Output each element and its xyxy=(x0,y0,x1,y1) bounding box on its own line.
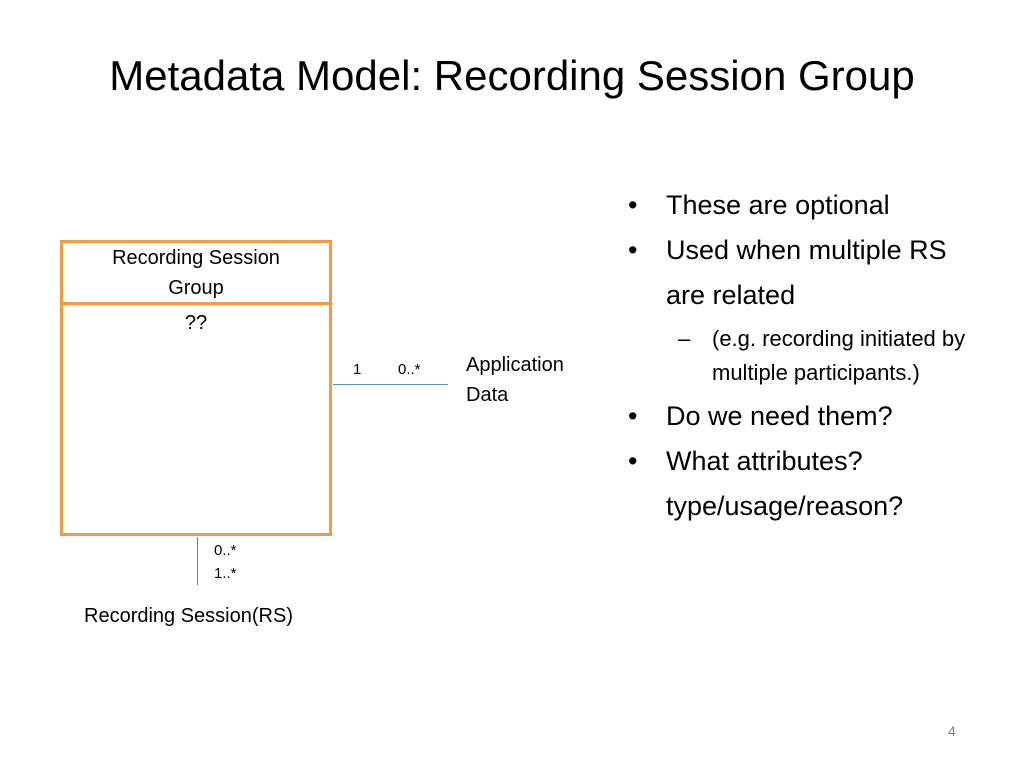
recording-session-group-class: Recording Session Group ?? xyxy=(60,240,332,536)
multiplicity-bottom-2: 1..* xyxy=(214,565,237,582)
bullet-item: • What attributes? xyxy=(622,439,992,484)
bullet-mark: • xyxy=(628,446,638,476)
bullet-mark: • xyxy=(628,401,638,431)
bullet-list: • These are optional • Used when multipl… xyxy=(622,183,992,529)
application-data-label-line1: Application xyxy=(466,354,564,376)
association-line-recording-session xyxy=(197,537,198,585)
bullet-item: • Used when multiple RS are related xyxy=(622,228,992,318)
page-number: 4 xyxy=(948,723,956,739)
multiplicity-bottom-1: 0..* xyxy=(214,542,237,559)
application-data-label-line2: Data xyxy=(466,384,509,406)
bullet-mark: • xyxy=(628,235,638,265)
bullet-text: What attributes? xyxy=(666,446,863,476)
recording-session-label: Recording Session(RS) xyxy=(84,605,293,627)
bullet-item: • Do we need them? xyxy=(622,394,992,439)
dash-mark: – xyxy=(678,326,691,351)
bullet-item: • These are optional xyxy=(622,183,992,228)
association-line-application-data xyxy=(333,384,448,385)
bullet-text: Do we need them? xyxy=(666,401,893,431)
bullet-continuation: type/usage/reason? xyxy=(666,491,904,521)
bullet-mark: • xyxy=(628,190,638,220)
sub-bullet-item: – (e.g. recording initiated by multiple … xyxy=(622,322,992,390)
class-attributes: ?? xyxy=(184,312,208,334)
multiplicity-far: 0..* xyxy=(398,361,421,378)
sub-bullet-text: (e.g. recording initiated by multiple pa… xyxy=(712,326,966,385)
bullet-text: These are optional xyxy=(666,190,890,220)
slide-title: Metadata Model: Recording Session Group xyxy=(109,52,915,99)
bullet-text: Used when multiple RS are related xyxy=(666,235,947,310)
multiplicity-near: 1 xyxy=(353,361,362,378)
class-name-compartment: Recording Session Group xyxy=(63,243,329,305)
class-name: Recording Session Group xyxy=(112,246,280,299)
